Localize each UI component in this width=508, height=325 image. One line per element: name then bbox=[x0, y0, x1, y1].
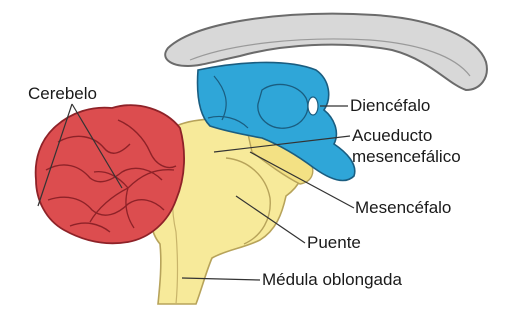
label-medula-oblongada: Médula oblongada bbox=[262, 270, 402, 290]
label-acueducto-line1: Acueducto bbox=[352, 126, 432, 146]
label-acueducto-line2: mesencefálico bbox=[352, 147, 461, 167]
label-cerebelo: Cerebelo bbox=[28, 84, 97, 104]
label-diencefalo: Diencéfalo bbox=[350, 96, 430, 116]
interthalamic-adhesion bbox=[308, 97, 318, 115]
label-mesencefalo: Mesencéfalo bbox=[355, 198, 451, 218]
cerebellum bbox=[36, 105, 184, 243]
label-puente: Puente bbox=[307, 233, 361, 253]
